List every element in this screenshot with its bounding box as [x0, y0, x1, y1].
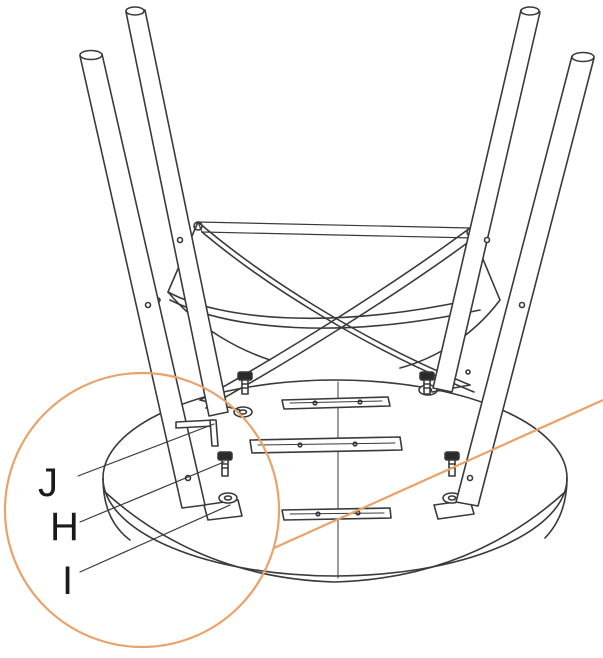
- highlight-pointer: [273, 398, 603, 550]
- highlight-circle: [3, 371, 281, 649]
- washer-front-left: [203, 492, 243, 521]
- detail-highlight: [3, 371, 603, 649]
- callout-i: I: [62, 559, 73, 603]
- leader-lines: [77, 423, 231, 573]
- allen-key: [175, 419, 219, 447]
- mounting-rail-middle: [249, 436, 403, 454]
- bolt-front-left: [217, 451, 233, 477]
- callout-h: H: [50, 505, 79, 549]
- mounting-rail-top: [281, 396, 391, 410]
- leg-back-right: [432, 6, 541, 393]
- mounting-rail-bottom: [281, 507, 392, 521]
- bolt-back-left: [237, 371, 253, 395]
- callout-j: J: [38, 461, 58, 505]
- leg-front-right: [455, 51, 595, 507]
- tabletop: [102, 379, 568, 583]
- leg-back-left: [125, 6, 229, 417]
- bolt-back-right: [419, 371, 435, 395]
- leg-front-left: [79, 49, 206, 509]
